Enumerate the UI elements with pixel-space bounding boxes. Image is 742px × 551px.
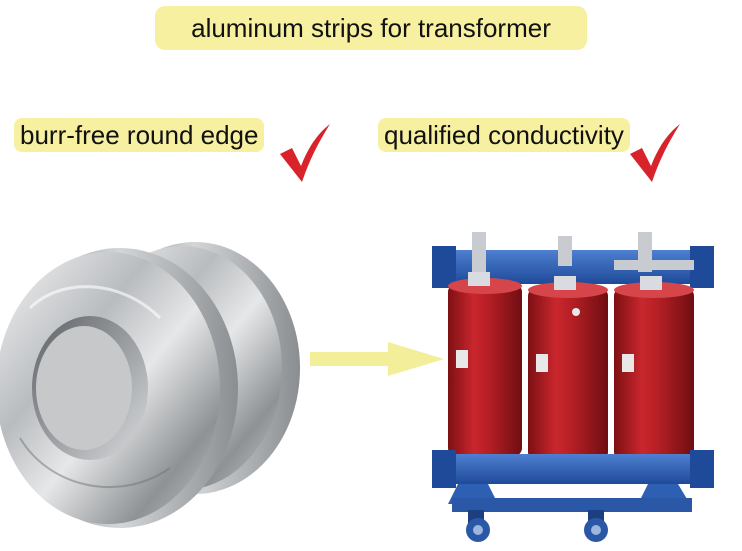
checkmark-icon	[630, 124, 680, 182]
transformer-image	[432, 232, 714, 542]
checkmark-icon	[280, 124, 330, 182]
arrow-right-icon	[310, 342, 444, 376]
aluminum-coil-image	[0, 242, 300, 528]
title-banner: aluminum strips for transformer	[155, 6, 587, 50]
feature-label-burr-free: burr-free round edge	[14, 118, 265, 152]
feature-label-conductivity: qualified conductivity	[378, 118, 630, 152]
